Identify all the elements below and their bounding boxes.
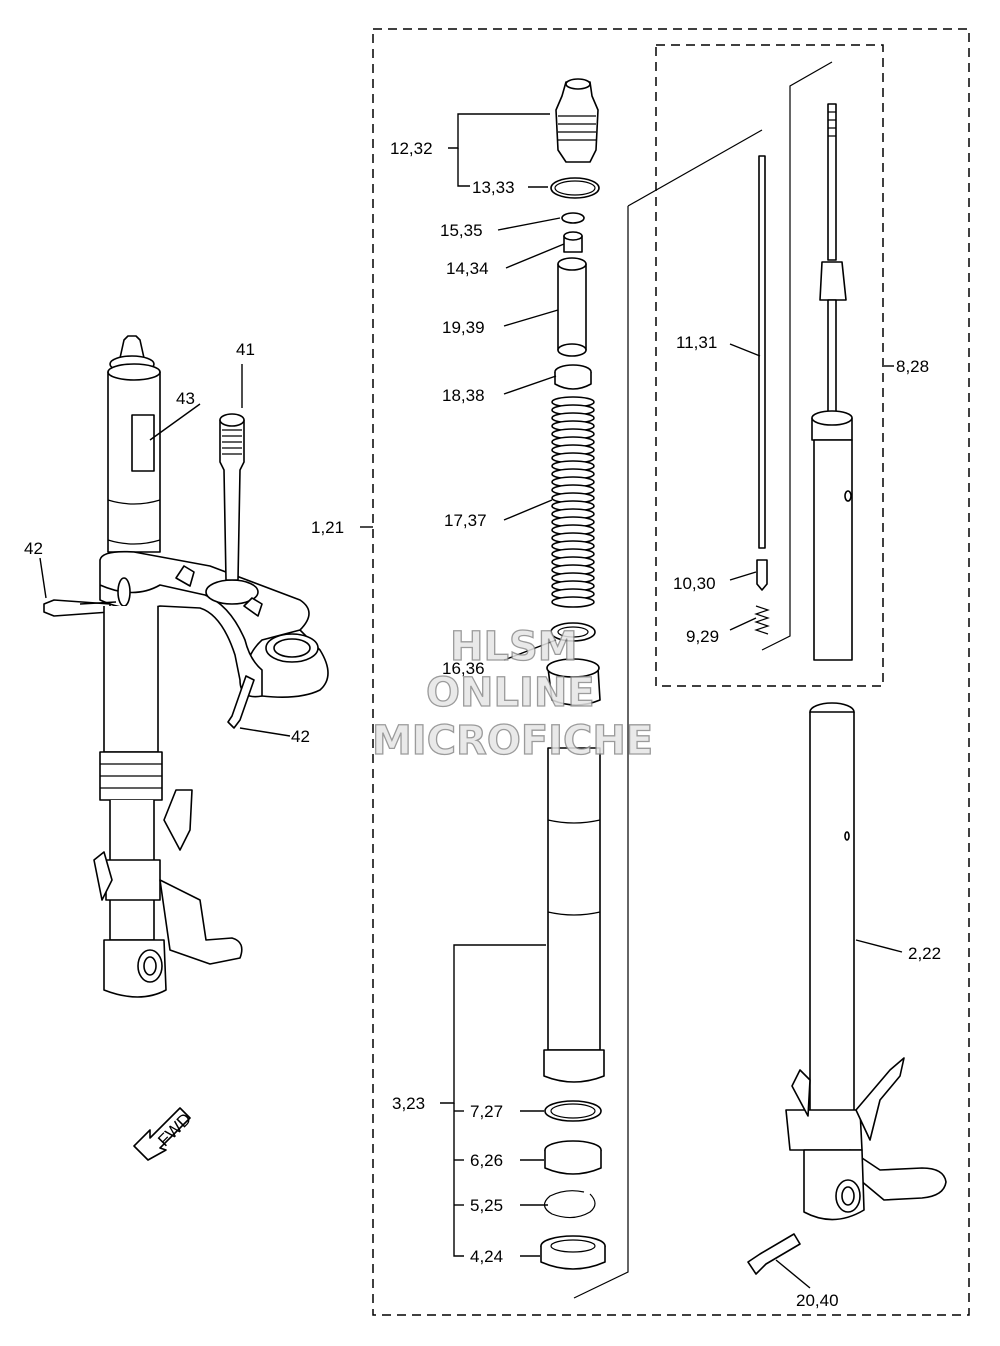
assembled-fork-illustration [43,335,329,998]
forward-arrow: FWD [133,1107,195,1161]
label-42-upper: 42 [24,539,43,558]
watermark-line3: MICROFICHE [372,718,653,764]
inner-tube [785,702,947,1221]
label-12-32: 12,32 [390,139,433,158]
label-5-25: 5,25 [470,1196,503,1215]
watermark-line2: ONLINE [426,670,595,716]
label-10-30: 10,30 [673,574,716,593]
leader-outline-center [573,206,629,1299]
label-11-31: 11,31 [676,333,717,352]
label-41: 41 [236,340,255,359]
label-9-29: 9,29 [686,627,719,646]
leader-outline-damper [761,61,833,651]
exploded-parts-center [540,78,606,1270]
damper-parts [754,103,853,661]
label-14-34: 14,34 [446,259,489,278]
label-42-lower: 42 [291,727,310,746]
label-15-35: 15,35 [440,221,483,240]
label-17-37: 17,37 [444,511,487,530]
label-3-23: 3,23 [392,1094,425,1113]
fwd-label: FWD [154,1109,195,1150]
axle-pinch-bolt [747,1233,801,1275]
label-4-24: 4,24 [470,1247,503,1266]
leader-lines [39,113,903,1289]
fork-assembly-outline [372,28,970,1316]
watermark: HLSM ONLINE MICROFICHE [371,623,654,764]
label-13-33: 13,33 [472,178,515,197]
label-43: 43 [176,389,195,408]
spring-coil [551,596,595,608]
label-6-26: 6,26 [470,1151,503,1170]
label-1-21: 1,21 [311,518,344,537]
label-16-36: 16,36 [442,659,485,678]
label-7-27: 7,27 [470,1102,503,1121]
watermark-line1: HLSM [450,624,578,670]
damper-assembly-outline [655,44,884,687]
leader-outline-right [627,129,763,207]
label-8-28: 8,28 [896,357,929,376]
fork-spring [551,396,595,608]
callout-labels: 41 43 42 42 1,21 12,32 13,33 15,35 14,34… [24,139,941,1310]
label-20-40: 20,40 [796,1291,839,1310]
label-19-39: 19,39 [442,318,485,337]
label-18-38: 18,38 [442,386,485,405]
label-2-22: 2,22 [908,944,941,963]
